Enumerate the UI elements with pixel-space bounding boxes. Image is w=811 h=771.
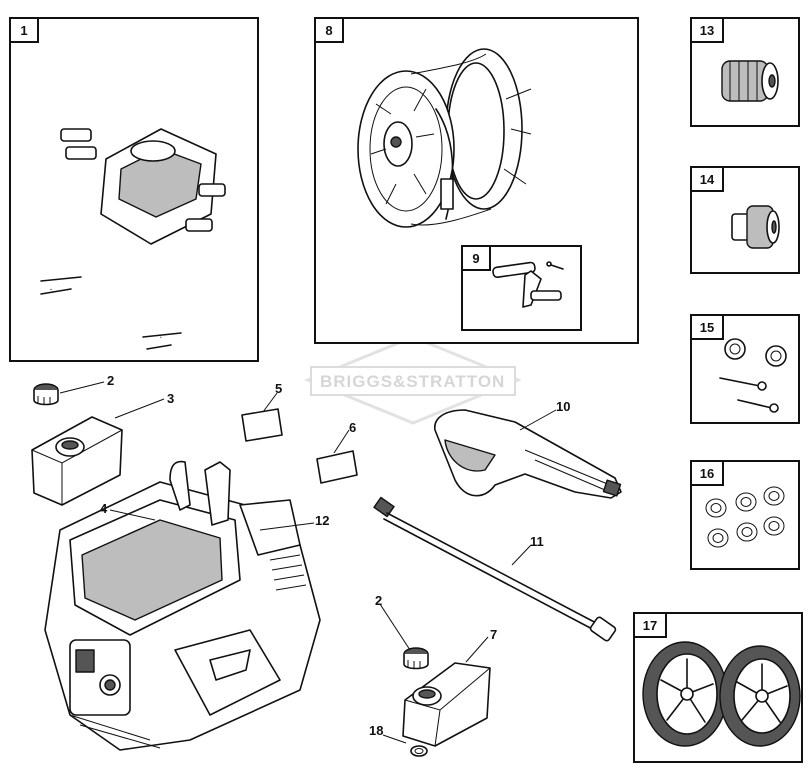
- callout-18: 18: [369, 723, 384, 738]
- callout-10: 10: [556, 399, 571, 414]
- watermark-text: BRIGGS&STRATTON: [320, 372, 506, 391]
- callout-4: 4: [100, 501, 108, 516]
- callout-3: 3: [167, 391, 175, 406]
- tank-upper-drawing: [31, 416, 123, 506]
- part-16-box: 16: [690, 460, 800, 570]
- clamp-18-drawing: [410, 745, 428, 757]
- tank-lower-drawing: [402, 662, 491, 747]
- spray-gun-drawing: [434, 409, 622, 499]
- part-13-tag: 13: [690, 17, 724, 43]
- callout-7: 7: [490, 627, 498, 642]
- callout-2-lower: 2: [375, 593, 383, 608]
- callout-6: 6: [349, 420, 357, 435]
- fuel-cap-upper-drawing: [33, 383, 59, 406]
- reel-crank-drawing: [492, 261, 564, 308]
- hose-reel-drawing: [357, 48, 532, 228]
- part-9-box: 9: [461, 245, 582, 331]
- part-15-tag: 15: [690, 314, 724, 340]
- part-17-tag: 17: [633, 612, 667, 638]
- part-14-box: 14: [690, 166, 800, 274]
- part-1-tag: 1: [9, 17, 39, 43]
- frame-handle-drawing: [40, 43, 232, 350]
- o-rings-drawing: [705, 486, 785, 548]
- label-5-drawing: [241, 408, 283, 442]
- callout-12: 12: [315, 513, 330, 528]
- watermark-logo: [304, 335, 522, 425]
- label-6-drawing: [316, 450, 358, 484]
- part-8-tag: 8: [314, 17, 344, 43]
- part-9-tag: 9: [461, 245, 491, 271]
- part-15-box: 15: [690, 314, 800, 424]
- part-8-box: 8 9: [314, 17, 639, 344]
- part-16-tag: 16: [690, 460, 724, 486]
- knobs-and-screws-drawing: [719, 338, 787, 413]
- callout-5: 5: [275, 381, 283, 396]
- part-13-box: 13: [690, 17, 800, 127]
- hose-fitting-drawing: [731, 205, 780, 249]
- fuel-cap-lower-drawing: [403, 647, 429, 670]
- part-17-box: 17: [633, 612, 803, 763]
- spray-wand-drawing: [373, 496, 617, 642]
- part-1-box: 1: [9, 17, 259, 362]
- callout-2-upper: 2: [107, 373, 115, 388]
- wheels-drawing: [642, 641, 801, 747]
- quick-connect-nozzle-drawing: [721, 60, 779, 102]
- part-14-tag: 14: [690, 166, 724, 192]
- pressure-washer-body-drawing: [44, 460, 321, 751]
- callout-11: 11: [530, 534, 544, 549]
